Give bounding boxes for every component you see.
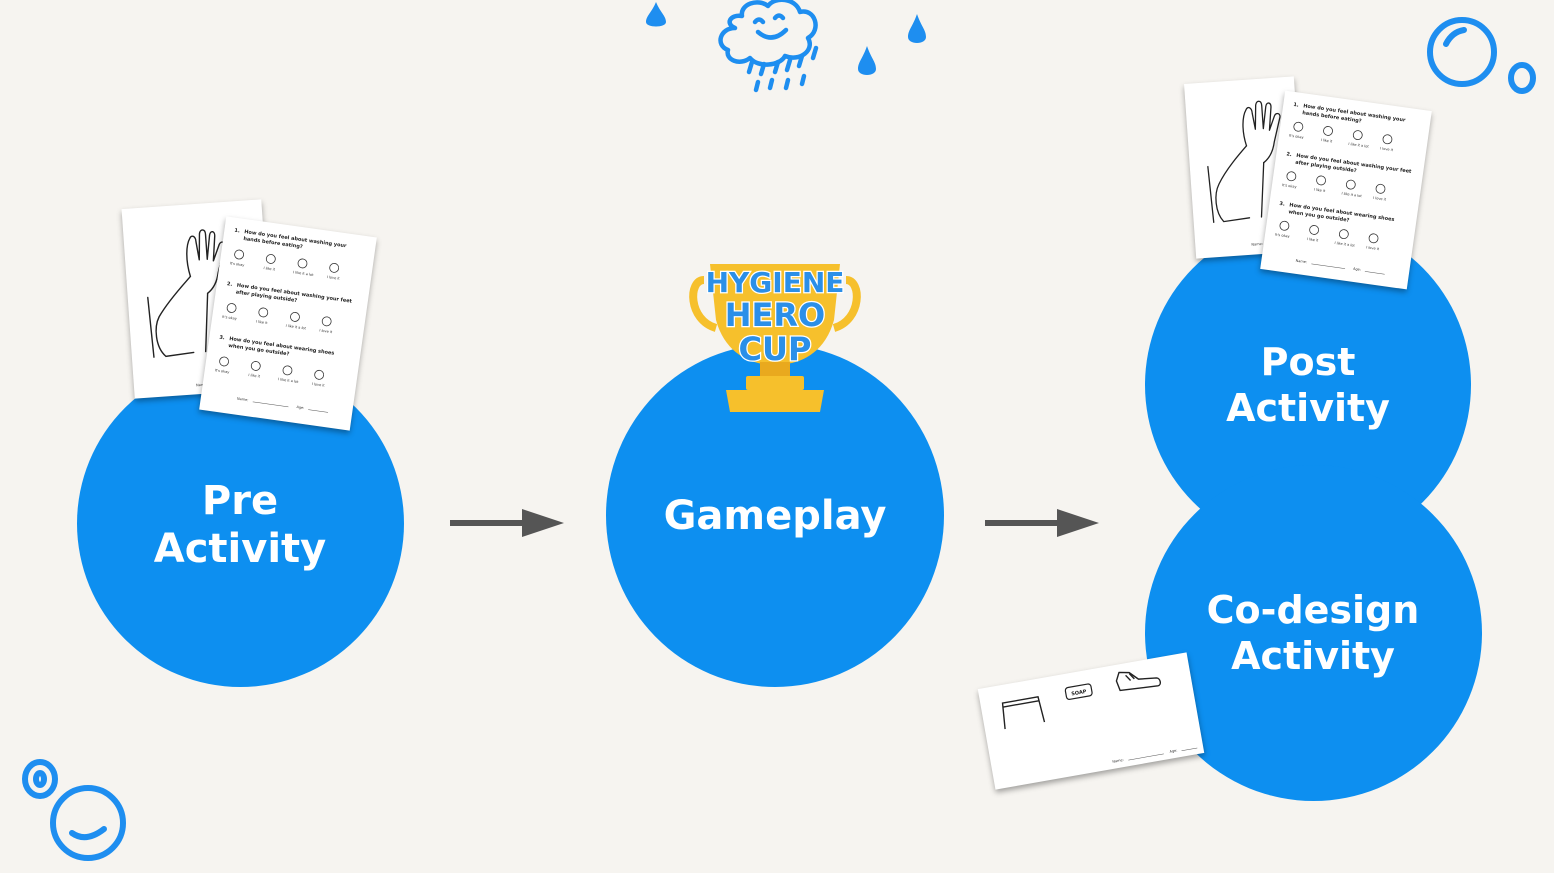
smiley-icon [234,249,339,273]
post-activity-line2: Activity [1226,386,1390,432]
post-q3-opt3: I like it a lot [1334,241,1355,248]
q2-opt4: I love it [319,328,333,334]
goal-post-icon [1001,696,1045,729]
water-drop-icon [642,0,670,32]
survey-age-label: Age: [296,405,304,410]
bubble-icon [1420,8,1550,100]
sheet-name-label: Name: [1251,242,1263,247]
q1-number: 1. [234,228,240,235]
water-drop-icon [904,12,930,48]
codesign-activity-label: Co-design Activity [1165,580,1461,688]
q2-opt2: I like it [256,320,269,326]
post-survey-name-label: Name: [1295,259,1307,265]
survey-name-label: Name: [237,397,249,403]
trophy-line3: CUP [739,330,812,368]
trophy-icon: HYGIENE HERO CUP [686,250,864,418]
survey-sheet: 1. How do you feel about washing your ha… [199,216,377,430]
arrow-right-icon [448,505,568,541]
q1-opt2: I like it [263,266,276,272]
gameplay-label: Gameplay [620,488,930,544]
survey-sheet: 1. How do you feel about washing your ha… [1260,91,1432,290]
post-q2-opt4: I love it [1373,196,1387,202]
arrow-right-icon [983,505,1103,541]
q1-opt1: It's okay [230,261,245,267]
trophy-line2: HERO [725,296,825,334]
post-q2-opt2: I like it [1313,188,1326,194]
post-q3-opt1: It's okay [1275,233,1290,239]
q3-opt1: It's okay [215,368,230,374]
smiley-icon [219,356,324,380]
pre-activity-line2: Activity [154,525,326,573]
q3-opt3: I like it a lot [278,377,299,384]
post-q1-opt3: I like it a lot [1348,142,1369,149]
post-survey-age-label: Age: [1353,267,1361,272]
post-q3-opt2: I like it [1307,237,1320,243]
shoe-icon [1115,666,1161,693]
q2-number: 2. [226,281,232,288]
codesign-activity-line1: Co-design [1207,588,1420,634]
post-q2-opt3: I like it a lot [1341,191,1362,198]
water-drop-icon [854,44,880,80]
codesign-activity-line2: Activity [1231,634,1395,680]
post-q3-opt4: I love it [1366,245,1380,251]
q1-opt3: I like it a lot [293,270,314,277]
post-activity-label: Post Activity [1170,335,1446,437]
post-q1-opt4: I love it [1380,146,1394,152]
q3-opt4: I love it [312,382,326,388]
q2-opt3: I like it a lot [285,324,306,331]
post-q1-number: 1. [1293,102,1299,109]
q3-opt2: I like it [248,373,261,379]
bubble-icon [16,755,136,867]
smiley-icon [227,303,332,327]
raincloud-icon [640,0,940,105]
post-activity-line1: Post [1261,340,1356,386]
q2-opt1: It's okay [222,315,237,321]
soap-icon: SOAP [1065,684,1093,700]
gameplay-text: Gameplay [664,492,887,540]
post-q1-opt1: It's okay [1289,134,1304,140]
codesign-age-label: Age: [1169,748,1178,753]
q3-number: 3. [219,335,225,342]
post-q1-opt2: I like it [1320,138,1333,144]
smiley-icon [1286,171,1385,194]
smiley-icon [1293,122,1392,145]
trophy-line1: HYGIENE [706,266,845,299]
post-q2-opt1: It's okay [1282,183,1297,189]
pre-activity-label: Pre Activity [100,470,380,580]
post-q2-number: 2. [1286,151,1292,158]
post-q3-number: 3. [1279,201,1285,208]
pre-activity-line1: Pre [202,477,278,525]
smiley-icon [1279,221,1378,244]
q1-opt4: I love it [327,275,341,281]
codesign-name-label: Name: [1112,758,1124,764]
